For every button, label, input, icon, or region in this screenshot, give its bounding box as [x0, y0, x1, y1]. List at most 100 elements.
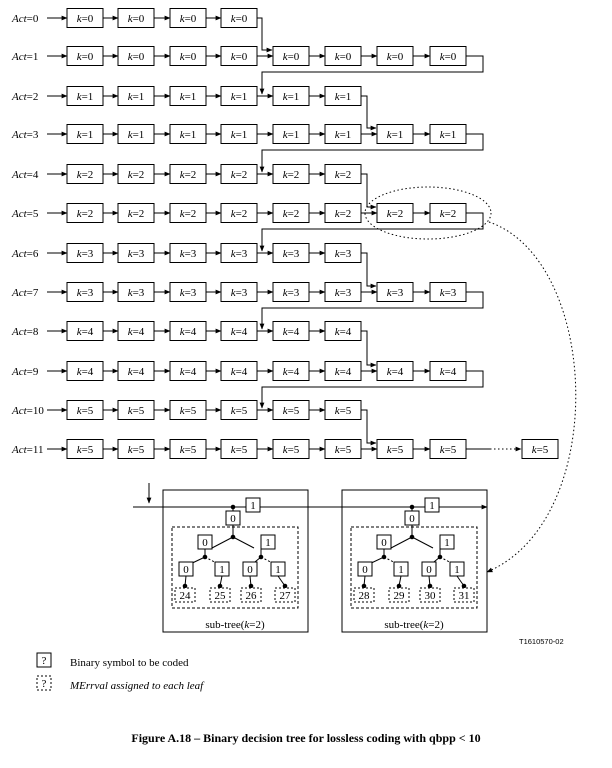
symbol-node-label: 1 [444, 537, 450, 549]
legend-box-symbol-label: ? [42, 655, 47, 667]
symbol-node-label: k=3 [283, 248, 300, 260]
symbol-node-label: 1 [275, 564, 281, 576]
symbol-node-label: k=2 [180, 208, 197, 220]
tree-edge [232, 536, 255, 549]
leaf-node [388, 587, 410, 603]
legend-dashed-entry: MErrval assigned to each leaf [70, 680, 203, 692]
act-label: Act=4 [11, 169, 39, 181]
symbol-node-label: k=4 [283, 366, 300, 378]
symbol-node-label: k=1 [77, 129, 94, 141]
legend-dashed-symbol [36, 675, 52, 691]
symbol-node-label: k=3 [335, 248, 352, 260]
symbol-node-label: k=1 [335, 91, 352, 103]
leaf-value: 26 [246, 590, 258, 602]
symbol-node-label: k=5 [77, 444, 94, 456]
tree-edge [411, 536, 434, 549]
symbol-node-label: k=4 [387, 366, 404, 378]
symbol-node-label: k=2 [440, 208, 457, 220]
row-return-path [259, 212, 484, 252]
symbol-node-label: k=5 [335, 444, 352, 456]
leaf-node [209, 587, 231, 603]
symbol-node-label: k=2 [283, 208, 300, 220]
symbol-node-label: k=3 [335, 287, 352, 299]
symbol-node-label: 0 [381, 537, 387, 549]
symbol-node-label: 0 [426, 564, 432, 576]
symbol-node-label: k=3 [283, 287, 300, 299]
act-label: Act=5 [11, 208, 39, 220]
symbol-node-label: k=4 [180, 326, 197, 338]
subtree-link-arrow [486, 221, 577, 573]
symbol-node-label: k=1 [283, 129, 300, 141]
symbol-node-label: k=5 [180, 444, 197, 456]
row-return-path [259, 133, 484, 173]
row-continue-path [257, 17, 273, 53]
symbol-node-label: k=1 [283, 91, 300, 103]
annotations: ?? [36, 17, 577, 691]
leaf-node [274, 587, 296, 603]
symbol-node-label: k=3 [231, 248, 248, 260]
symbol-node-label: k=5 [387, 444, 404, 456]
symbol-node-label: k=5 [180, 405, 197, 417]
symbol-node-label: k=4 [231, 326, 248, 338]
symbol-node-label: 1 [265, 537, 271, 549]
row-continue-path [361, 330, 377, 368]
symbol-node-label: k=3 [387, 287, 404, 299]
symbol-node-label: k=4 [335, 366, 352, 378]
figure-number: T1610570-02 [519, 637, 564, 646]
symbol-node [245, 497, 261, 513]
subtree-label: sub-tree(k=2) [384, 619, 444, 631]
act-label: Act=10 [11, 405, 44, 417]
legend-dashed-text: MErrval assigned to each leaf [70, 680, 204, 692]
symbol-node-label: 1 [454, 564, 460, 576]
legend-box-entry: Binary symbol to be coded [70, 657, 189, 669]
symbol-node-label: k=0 [387, 51, 404, 63]
tree-edge [184, 575, 187, 587]
symbol-node-label: k=2 [77, 169, 94, 181]
row-continue-path [361, 173, 377, 210]
tree-edge [428, 575, 431, 587]
symbol-node-label: k=5 [532, 444, 549, 456]
symbol-node-label: k=1 [128, 91, 145, 103]
leaf-region [171, 526, 299, 609]
highlight-ellipse [364, 186, 492, 240]
symbol-node-label: 1 [219, 564, 225, 576]
symbol-node-label: k=1 [77, 91, 94, 103]
symbol-node-label: 0 [202, 537, 208, 549]
leaf-region [350, 526, 478, 609]
symbol-node-label: k=4 [77, 366, 94, 378]
tree-edge [249, 575, 252, 587]
symbol-node-label: k=0 [231, 51, 248, 63]
tree-edge [456, 575, 465, 587]
row-return-path [259, 55, 484, 95]
leaf-node [453, 587, 475, 603]
symbol-node-label: k=3 [440, 287, 457, 299]
symbol-node-label: 0 [362, 564, 368, 576]
symbol-node-label: k=5 [231, 405, 248, 417]
leaf-node [240, 587, 262, 603]
symbol-node-label: k=5 [283, 405, 300, 417]
symbol-node-label: k=1 [387, 129, 404, 141]
tree-edge [390, 536, 413, 549]
symbol-node-label: k=5 [128, 444, 145, 456]
symbol-node-label: k=3 [77, 248, 94, 260]
symbol-node-label: 0 [230, 513, 236, 525]
legend-dashed-symbol-label: ? [42, 678, 47, 690]
leaf-value: 29 [394, 590, 406, 602]
symbol-node-label: k=0 [77, 13, 94, 25]
tree-edge [211, 536, 234, 549]
symbol-node-label: k=5 [283, 444, 300, 456]
symbol-node-label: k=0 [283, 51, 300, 63]
symbol-node-label: k=3 [180, 287, 197, 299]
legend-box-symbol [36, 652, 52, 668]
symbol-node-label: k=0 [180, 13, 197, 25]
leaf-node [419, 587, 441, 603]
symbol-node [521, 439, 559, 459]
symbol-node [424, 497, 440, 513]
symbol-node-label: 0 [247, 564, 253, 576]
